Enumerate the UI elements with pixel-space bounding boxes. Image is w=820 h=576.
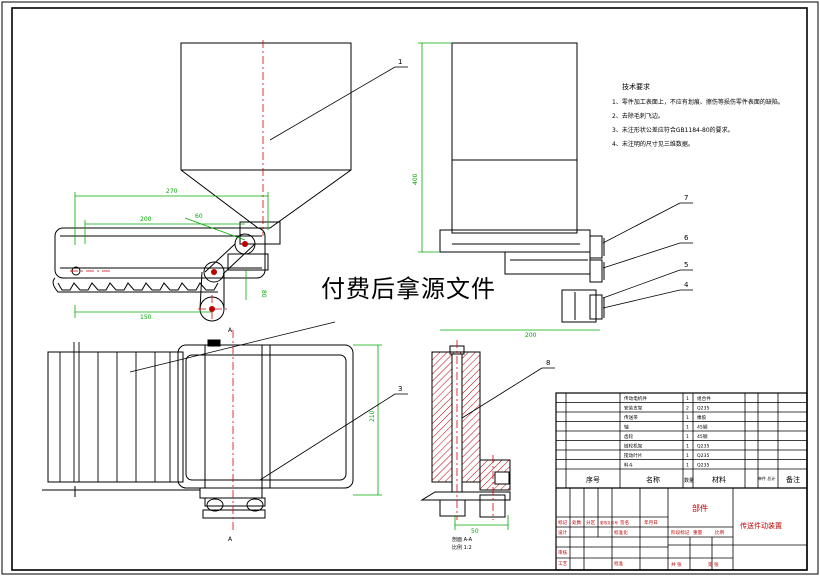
dim-front-bottom: 150 (140, 314, 152, 321)
part-row-5-mat: 45钢 (697, 433, 708, 440)
sign-label-5: 签名 (620, 519, 629, 526)
watermark-text: 付费后拿源文件 (318, 274, 499, 304)
part-row-6-mat: Q235 (697, 444, 709, 450)
balloon-3: 3 (398, 385, 402, 393)
approval-label-3: 审核 (558, 549, 568, 556)
part-row-8-name: 料斗 (624, 462, 634, 469)
part-row-8-mat: Q235 (697, 463, 709, 469)
sheet-label-2: 第 张 (708, 561, 719, 568)
parts-list: 传动电机件 1 组合件 安装支架 2 Q235 传送带 1 橡胶 轴 1 45钢… (624, 395, 711, 469)
balloon-1: 1 (398, 58, 402, 66)
section-mark-a-top: A (228, 327, 233, 334)
part-row-7-name: 搅动叶片 (624, 452, 643, 459)
approval-label-5: 批准 (614, 560, 624, 567)
balloon-8: 8 (546, 359, 550, 367)
side-hopper (451, 42, 578, 234)
approval-label-2: 标准化 (614, 529, 628, 536)
stage-label-1: 阶段标记 (671, 529, 690, 536)
header-note: 备注 (786, 475, 800, 484)
stage-label-3: 比例 (715, 529, 725, 536)
part-row-2-mat: Q235 (697, 406, 709, 412)
stage-label-2: 重量 (693, 529, 703, 536)
dim-plan-height: 210 (369, 410, 376, 422)
sheet-label-1: 共 张 (671, 561, 682, 568)
approval-label-4: 工艺 (558, 561, 568, 567)
part-row-1-qty: 1 (686, 396, 689, 402)
part-row-5-qty: 1 (686, 434, 689, 440)
sign-labels: 标记 处数 分区 更改文件号 签名 年月日 设计 标准化 审核 工艺 批准 阶段… (558, 519, 725, 568)
dim-front-small: 60 (195, 213, 203, 220)
part-row-1-name: 传动电机件 (624, 395, 647, 402)
part-row-4-mat: 45钢 (697, 424, 708, 431)
front-view (52, 40, 352, 322)
part-row-1-mat: 组合件 (697, 395, 711, 402)
dim-side-height: 400 (412, 173, 419, 185)
dim-front-top: 270 (166, 188, 178, 195)
part-row-2-name: 安装支架 (624, 405, 643, 412)
sign-label-4: 更改文件号 (600, 520, 618, 525)
title-block (555, 392, 808, 571)
hopper (180, 42, 352, 229)
side-view (418, 42, 605, 331)
dim-front-vert: 80 (260, 290, 267, 298)
part-row-6-qty: 1 (686, 444, 689, 450)
tech-line-4: 4、未注明的尺寸见三维数据。 (612, 140, 694, 148)
dim-section-width: 50 (471, 528, 479, 535)
dim-front-mid: 200 (140, 216, 152, 223)
sign-label-2: 处数 (572, 519, 582, 526)
drawing-label: 部件 (692, 503, 708, 513)
header-mass: 单件 总计 (758, 475, 775, 481)
header-material: 材料 (712, 475, 726, 484)
balloon-4: 4 (684, 281, 689, 289)
sign-label-1: 标记 (558, 519, 568, 526)
drive-motor (561, 289, 597, 323)
part-row-7-qty: 1 (686, 453, 689, 459)
part-row-3-mat: 橡胶 (697, 414, 707, 421)
part-row-5-name: 齿轮 (624, 433, 634, 440)
part-row-3-name: 传送带 (624, 414, 638, 421)
header-name: 名称 (646, 475, 660, 484)
part-row-2-qty: 2 (686, 406, 689, 412)
section-label: 剖面 A-A (452, 536, 473, 543)
balloon-6: 6 (684, 234, 689, 242)
section-view (420, 340, 511, 530)
balloon-5: 5 (684, 261, 688, 269)
tech-line-2: 2、去除毛刺飞边。 (612, 112, 664, 120)
belt-teeth (52, 277, 219, 293)
part-row-3-qty: 1 (686, 415, 689, 421)
balloon-7: 7 (684, 194, 688, 202)
section-scale: 比例 1:2 (452, 544, 472, 551)
assembly-name: 传送件动装置 (740, 521, 782, 530)
sign-label-3: 分区 (586, 519, 596, 526)
part-row-8-qty: 1 (686, 463, 689, 469)
header-no: 序号 (586, 475, 600, 484)
dim-side-bottom: 200 (525, 332, 537, 339)
part-row-4-qty: 1 (686, 425, 689, 431)
plan-view (42, 330, 382, 532)
conveyor-frame (54, 227, 266, 279)
tech-line-1: 1、零件加工表面上，不应有划痕、擦伤等损伤零件表面的缺陷。 (612, 98, 784, 106)
tech-line-3: 3、未注形状公差应符合GB1184-80的要求。 (612, 126, 734, 134)
part-row-6-name: 链轮机架 (624, 443, 643, 450)
section-mark-a-bottom: A (228, 536, 233, 543)
header-qty: 数量 (684, 477, 694, 484)
part-row-4-name: 轴 (624, 424, 629, 431)
approval-label-1: 设计 (558, 529, 568, 536)
leader-lines (129, 66, 693, 481)
part-row-7-mat: Q235 (697, 453, 709, 459)
sign-label-6: 年月日 (644, 519, 658, 526)
tech-title: 技术要求 (622, 82, 650, 91)
